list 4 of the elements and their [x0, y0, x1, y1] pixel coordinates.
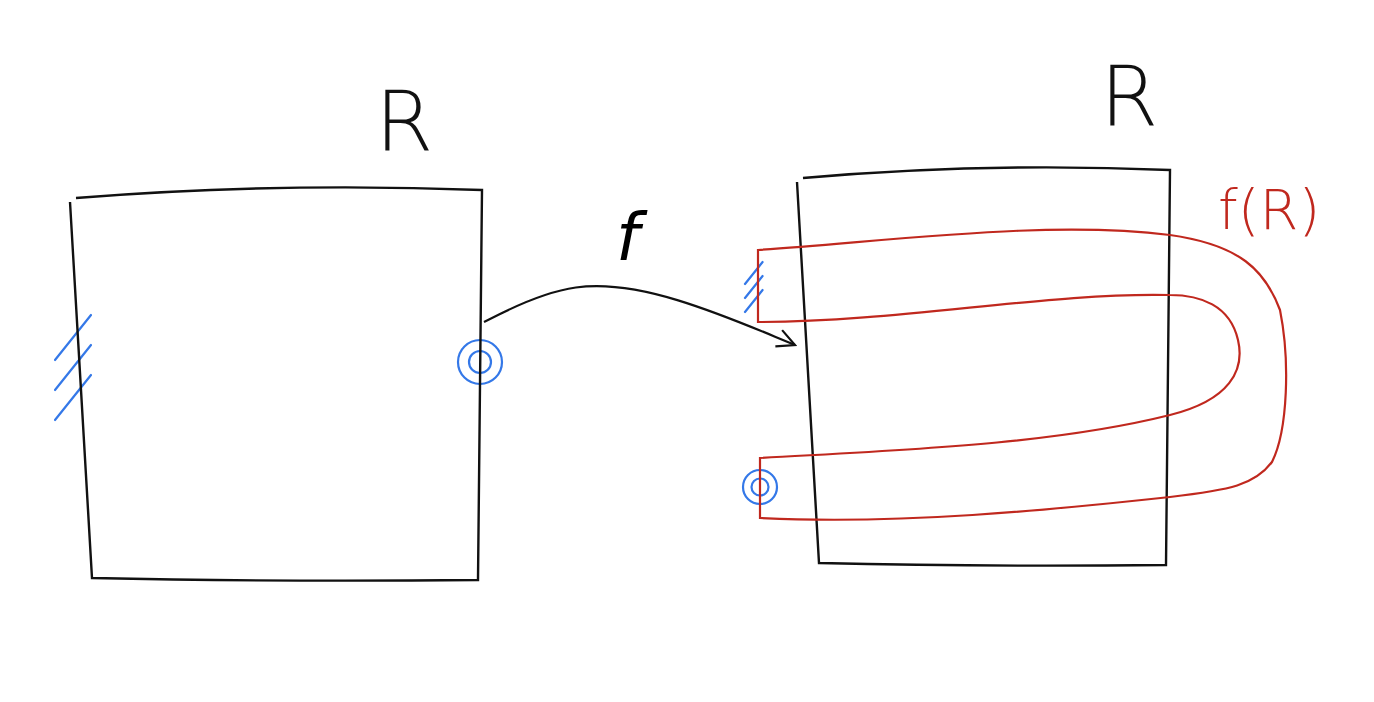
- region-label: R: [1100, 55, 1159, 139]
- arrow: [483, 284, 797, 348]
- image-label: f(R): [1218, 182, 1321, 238]
- region-label: R: [375, 80, 434, 164]
